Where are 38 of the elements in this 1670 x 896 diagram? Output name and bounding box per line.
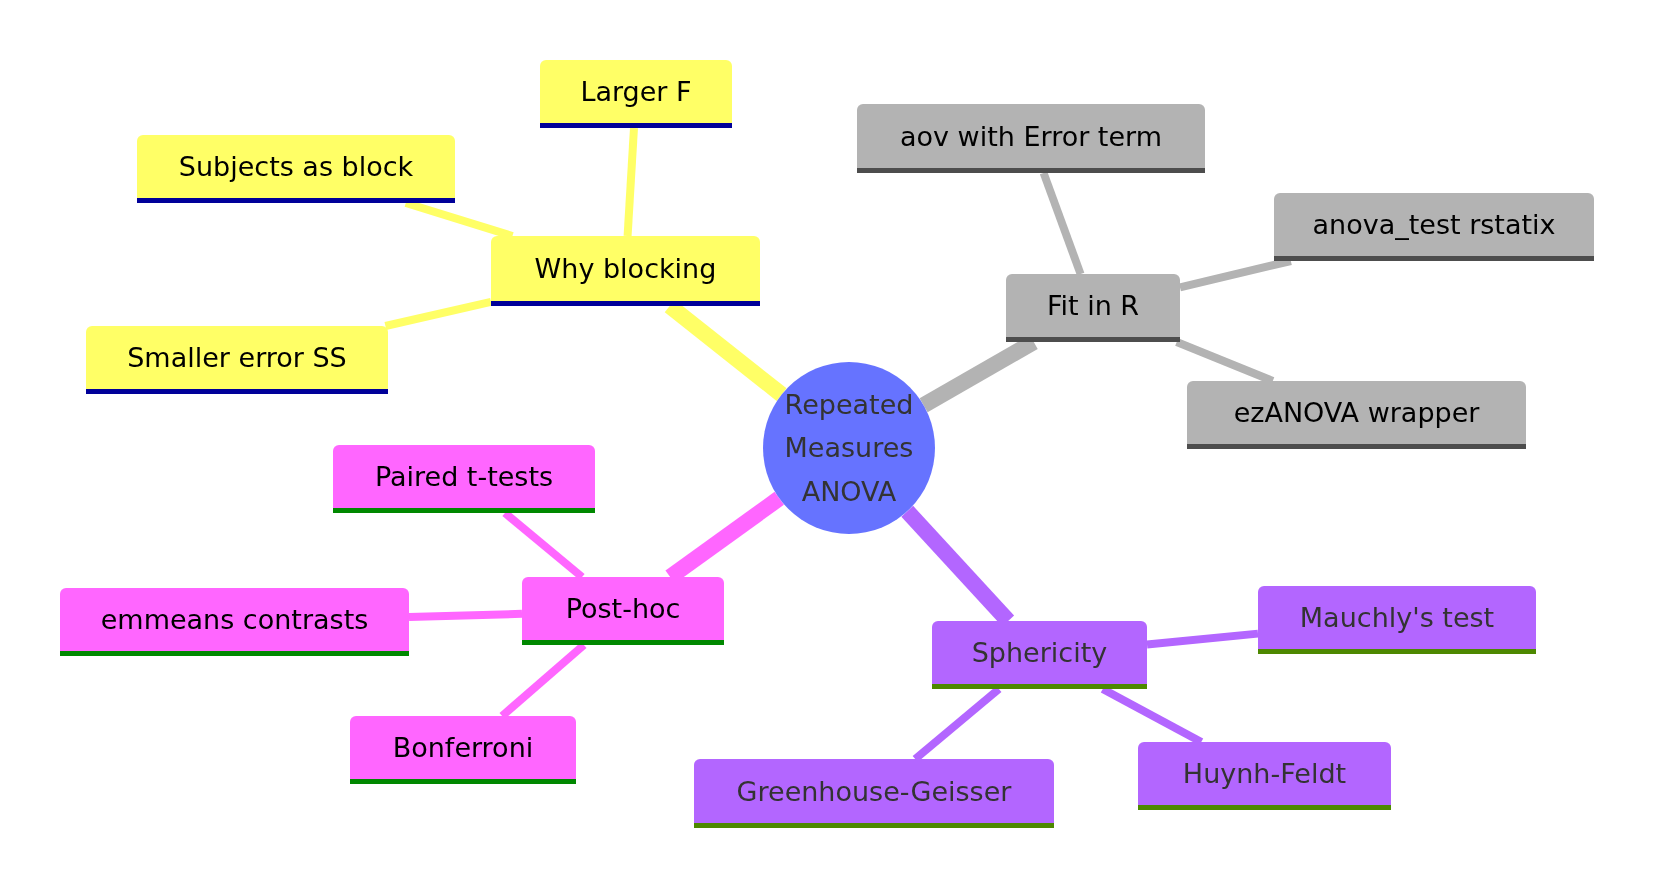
topic-box bbox=[60, 588, 409, 656]
topic-box bbox=[1138, 742, 1391, 810]
topic-label: Larger F bbox=[580, 76, 692, 107]
topic-label: ezANOVA wrapper bbox=[1233, 397, 1480, 428]
topic-box bbox=[491, 236, 760, 306]
branch-line bbox=[1039, 171, 1085, 276]
branch-line bbox=[408, 609, 523, 622]
topic-box bbox=[333, 445, 595, 513]
topic-label: Smaller error SS bbox=[127, 342, 347, 373]
topic-box bbox=[86, 326, 388, 394]
topic-label: Subjects as block bbox=[178, 151, 414, 182]
topic-box bbox=[1006, 274, 1180, 342]
topic-label: Post-hoc bbox=[565, 593, 681, 624]
topic-box bbox=[857, 104, 1205, 173]
branch-line bbox=[384, 297, 492, 330]
topic-label: aov with Error term bbox=[900, 120, 1162, 152]
topic-box bbox=[540, 60, 732, 128]
topic-box bbox=[1258, 586, 1536, 654]
topic-label: anova_test rstatix bbox=[1312, 209, 1556, 240]
topic-box bbox=[932, 621, 1147, 689]
topic-box bbox=[137, 135, 455, 203]
topic-label: Sphericity bbox=[971, 637, 1108, 668]
topic-label: Fit in R bbox=[1046, 290, 1140, 321]
topic-box bbox=[350, 716, 576, 784]
topic-label: Paired t-tests bbox=[374, 461, 554, 492]
topic-box bbox=[522, 577, 724, 645]
branch-line bbox=[623, 127, 638, 237]
topic-box bbox=[1187, 381, 1526, 449]
topic-box bbox=[694, 759, 1054, 828]
topic-label: Bonferroni bbox=[392, 732, 534, 763]
topic-label: Mauchly's test bbox=[1299, 602, 1495, 633]
topic-label: emmeans contrasts bbox=[100, 604, 369, 635]
topic-label: Huynh-Feldt bbox=[1182, 758, 1347, 789]
topic-label: Greenhouse-Geisser bbox=[736, 775, 1012, 807]
topic-label: Repeated Measures ANOVA bbox=[783, 388, 915, 509]
topic-box bbox=[1274, 193, 1594, 261]
topic-label: Why blocking bbox=[534, 253, 717, 284]
branch-line bbox=[1146, 629, 1259, 649]
